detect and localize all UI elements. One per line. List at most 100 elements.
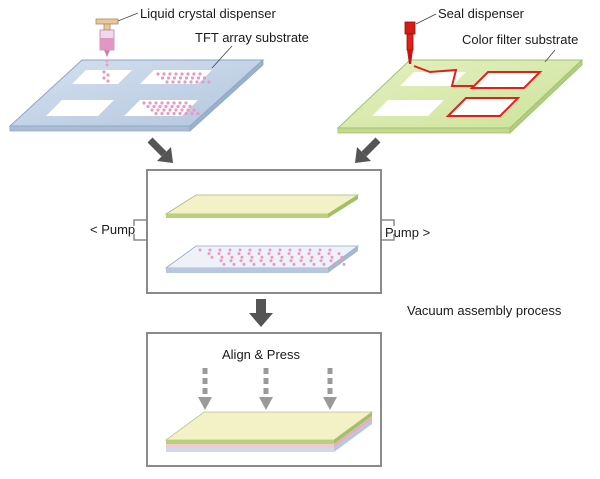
droplet <box>219 259 223 263</box>
droplet <box>168 108 172 112</box>
droplet <box>160 111 164 116</box>
droplet <box>310 255 314 259</box>
droplet <box>166 76 171 80</box>
droplet <box>150 108 154 112</box>
droplet <box>184 101 188 105</box>
droplet <box>156 72 160 76</box>
droplet <box>258 248 262 252</box>
droplet <box>186 108 190 112</box>
droplet <box>158 104 162 109</box>
seal-dispenser-label: Seal dispenser <box>438 6 525 21</box>
droplet <box>184 76 189 80</box>
droplet <box>217 252 221 256</box>
droplet <box>318 248 322 252</box>
droplet <box>308 248 312 252</box>
droplet <box>292 262 296 266</box>
seal-dispenser-icon <box>404 21 416 64</box>
droplet <box>320 255 324 259</box>
droplet <box>177 80 181 84</box>
liquid-crystal-droplets <box>102 70 211 116</box>
droplet <box>171 80 175 84</box>
color-filter-substrate <box>336 59 584 134</box>
droplet <box>240 255 244 259</box>
droplet <box>250 255 254 259</box>
droplet <box>106 79 110 83</box>
droplet <box>174 108 178 112</box>
droplet <box>307 252 311 256</box>
droplet <box>279 259 283 263</box>
droplet <box>337 252 341 256</box>
arrow-cf-to-chamber <box>355 137 381 163</box>
droplet <box>232 262 236 266</box>
droplet <box>227 252 231 256</box>
droplet <box>168 72 172 76</box>
droplet <box>289 259 293 263</box>
droplet <box>272 262 276 266</box>
droplet <box>270 255 274 259</box>
droplet <box>182 104 186 109</box>
droplet <box>170 104 174 109</box>
droplet <box>299 259 303 263</box>
droplet <box>162 108 166 112</box>
arrow-tft-to-chamber <box>147 137 173 163</box>
droplet <box>309 259 313 263</box>
droplet <box>239 259 243 263</box>
tft-substrate-label: TFT array substrate <box>195 30 309 45</box>
droplet <box>322 262 326 266</box>
droplet <box>172 101 176 105</box>
droplet <box>302 262 306 266</box>
droplet <box>178 76 183 80</box>
droplet <box>142 101 146 105</box>
droplet <box>237 252 241 256</box>
droplet <box>166 101 170 105</box>
droplet <box>180 72 184 76</box>
droplet <box>102 76 106 80</box>
droplet <box>298 248 302 252</box>
droplet <box>178 101 182 105</box>
droplet <box>328 248 332 252</box>
droplet <box>220 255 224 259</box>
droplet <box>278 248 282 252</box>
droplet <box>208 248 212 252</box>
droplet <box>230 255 234 259</box>
droplet <box>190 76 195 80</box>
droplet <box>189 80 193 84</box>
liquid-crystal-dispenser-icon <box>95 18 119 67</box>
droplet <box>327 252 331 256</box>
droplet <box>248 248 252 252</box>
chamber-upper-plate <box>164 194 360 218</box>
droplet <box>269 259 273 263</box>
pressed-panel-stack <box>164 411 374 452</box>
droplet <box>195 80 199 84</box>
droplet <box>340 255 344 259</box>
droplet <box>312 262 316 266</box>
tft-cell-bottom-left <box>46 100 114 116</box>
droplet <box>339 259 343 263</box>
cf-cell-top-left <box>400 72 466 86</box>
vacuum-chamber <box>133 169 395 294</box>
droplet <box>180 108 184 112</box>
droplet <box>148 101 152 105</box>
tft-array-substrate <box>8 59 265 132</box>
droplet <box>317 252 321 256</box>
droplet <box>172 76 177 80</box>
droplet <box>172 111 176 116</box>
droplet <box>192 108 196 112</box>
seal-line <box>413 65 474 87</box>
droplet <box>188 104 192 109</box>
droplet <box>280 255 284 259</box>
droplet <box>260 255 264 259</box>
droplet <box>160 76 165 80</box>
droplet <box>184 111 188 116</box>
droplet <box>290 255 294 259</box>
droplet <box>247 252 251 256</box>
droplet <box>196 111 200 116</box>
droplet <box>218 248 222 252</box>
droplet <box>178 111 182 116</box>
droplet <box>262 262 266 266</box>
droplet <box>186 72 190 76</box>
droplet <box>332 262 336 266</box>
lc-dispenser-leader <box>117 12 139 22</box>
vacuum-process-label: Vacuum assembly process <box>407 303 562 318</box>
droplet <box>196 76 201 80</box>
